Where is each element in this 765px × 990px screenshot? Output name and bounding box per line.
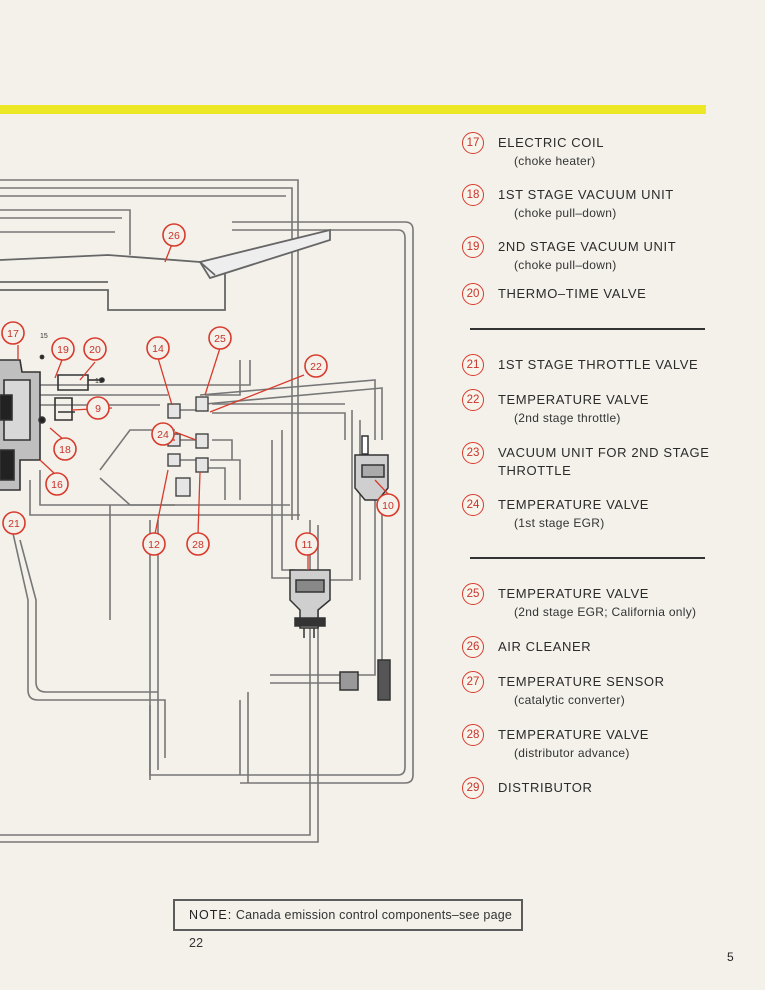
carburetor-body — [0, 354, 105, 491]
callouts: 26 17 19 20 14 25 — [1, 223, 400, 556]
legend-number: 20 — [462, 283, 484, 305]
svg-text:28: 28 — [192, 539, 204, 551]
legend-number: 27 — [462, 671, 484, 693]
callout-25: 25 — [208, 326, 232, 350]
legend-title: VACUUM UNIT FOR 2ND STAGE THROTTLE — [498, 445, 710, 478]
svg-text:19: 19 — [57, 344, 69, 356]
callout-17: 17 — [1, 321, 25, 345]
callout-18: 18 — [53, 437, 77, 461]
svg-text:11: 11 — [302, 539, 313, 551]
legend-number: 23 — [462, 442, 484, 464]
legend-number: 22 — [462, 389, 484, 411]
legend-number: 17 — [462, 132, 484, 154]
callout-14: 14 — [146, 336, 170, 360]
callout-22: 22 — [304, 354, 328, 378]
canister-valve — [339, 435, 391, 701]
legend-title: AIR CLEANER — [498, 639, 592, 654]
legend-title: TEMPERATURE VALVE — [498, 586, 650, 601]
yellow-header-rule — [0, 105, 706, 114]
legend-subtitle: (choke pull–down) — [514, 258, 617, 272]
callout-20: 20 — [83, 337, 107, 361]
svg-text:26: 26 — [168, 230, 180, 242]
svg-text:12: 12 — [148, 539, 160, 551]
svg-text:18: 18 — [59, 444, 71, 456]
callout-28: 28 — [186, 532, 210, 556]
svg-text:22: 22 — [310, 361, 322, 373]
callout-19: 19 — [51, 337, 75, 361]
callout-11: 11 — [295, 532, 319, 556]
legend-title: 2ND STAGE VACUUM UNIT — [498, 239, 677, 254]
legend-title: TEMPERATURE VALVE — [498, 727, 650, 742]
svg-text:25: 25 — [214, 333, 226, 345]
legend-subtitle: (choke pull–down) — [514, 206, 617, 220]
callout-9: 9 — [86, 396, 110, 420]
legend-title: ELECTRIC COIL — [498, 135, 605, 150]
note-box: NOTE: Canada emission control components… — [173, 899, 523, 950]
note-text: Canada emission control components–see p… — [189, 908, 513, 950]
callout-16: 16 — [45, 472, 69, 496]
svg-text:24: 24 — [157, 429, 169, 441]
legend-number: 19 — [462, 236, 484, 258]
legend-title: DISTRIBUTOR — [498, 780, 593, 795]
callout-24: 24 — [151, 422, 175, 446]
note-label: NOTE: — [189, 908, 233, 922]
svg-text:20: 20 — [89, 344, 101, 356]
vacuum-unit-eleven — [289, 569, 331, 638]
legend-subtitle: (choke heater) — [514, 154, 596, 168]
callout-10: 10 — [376, 493, 400, 517]
hose-lines — [0, 179, 414, 843]
legend-title: TEMPERATURE VALVE — [498, 392, 650, 407]
small-terminal-labels: 15 15 — [40, 333, 103, 385]
legend-subtitle: (2nd stage EGR; California only) — [514, 605, 697, 619]
svg-text:17: 17 — [7, 328, 19, 340]
legend-title: THERMO–TIME VALVE — [498, 286, 647, 301]
svg-text:16: 16 — [51, 479, 63, 491]
legend-title: 1ST STAGE VACUUM UNIT — [498, 187, 674, 202]
callout-26: 26 — [162, 223, 186, 247]
svg-text:21: 21 — [8, 518, 20, 530]
legend-title: 1ST STAGE THROTTLE VALVE — [498, 357, 699, 372]
legend-subtitle: (1st stage EGR) — [514, 516, 605, 530]
callout-12: 12 — [142, 532, 166, 556]
legend-number: 29 — [462, 777, 484, 799]
air-cleaner-shape — [0, 228, 331, 311]
legend-number: 21 — [462, 354, 484, 376]
legend-subtitle: (catalytic converter) — [514, 693, 625, 707]
svg-text:10: 10 — [382, 500, 394, 512]
legend-title: TEMPERATURE SENSOR — [498, 674, 665, 689]
valve-blocks — [167, 396, 209, 497]
svg-text:14: 14 — [152, 343, 164, 355]
legend-subtitle: (distributor advance) — [514, 746, 630, 760]
legend-number: 28 — [462, 724, 484, 746]
legend-title: TEMPERATURE VALVE — [498, 497, 650, 512]
terminal-label-15-b: 15 — [95, 378, 103, 385]
page-number: 5 — [727, 950, 734, 964]
legend-divider — [470, 557, 705, 559]
legend-number: 24 — [462, 494, 484, 516]
legend-number: 18 — [462, 184, 484, 206]
legend-number: 25 — [462, 583, 484, 605]
legend-number: 26 — [462, 636, 484, 658]
callout-21: 21 — [2, 511, 26, 535]
svg-text:9: 9 — [95, 403, 101, 415]
legend-divider — [470, 328, 705, 330]
terminal-label-15-a: 15 — [40, 333, 48, 340]
legend-subtitle: (2nd stage throttle) — [514, 411, 621, 425]
